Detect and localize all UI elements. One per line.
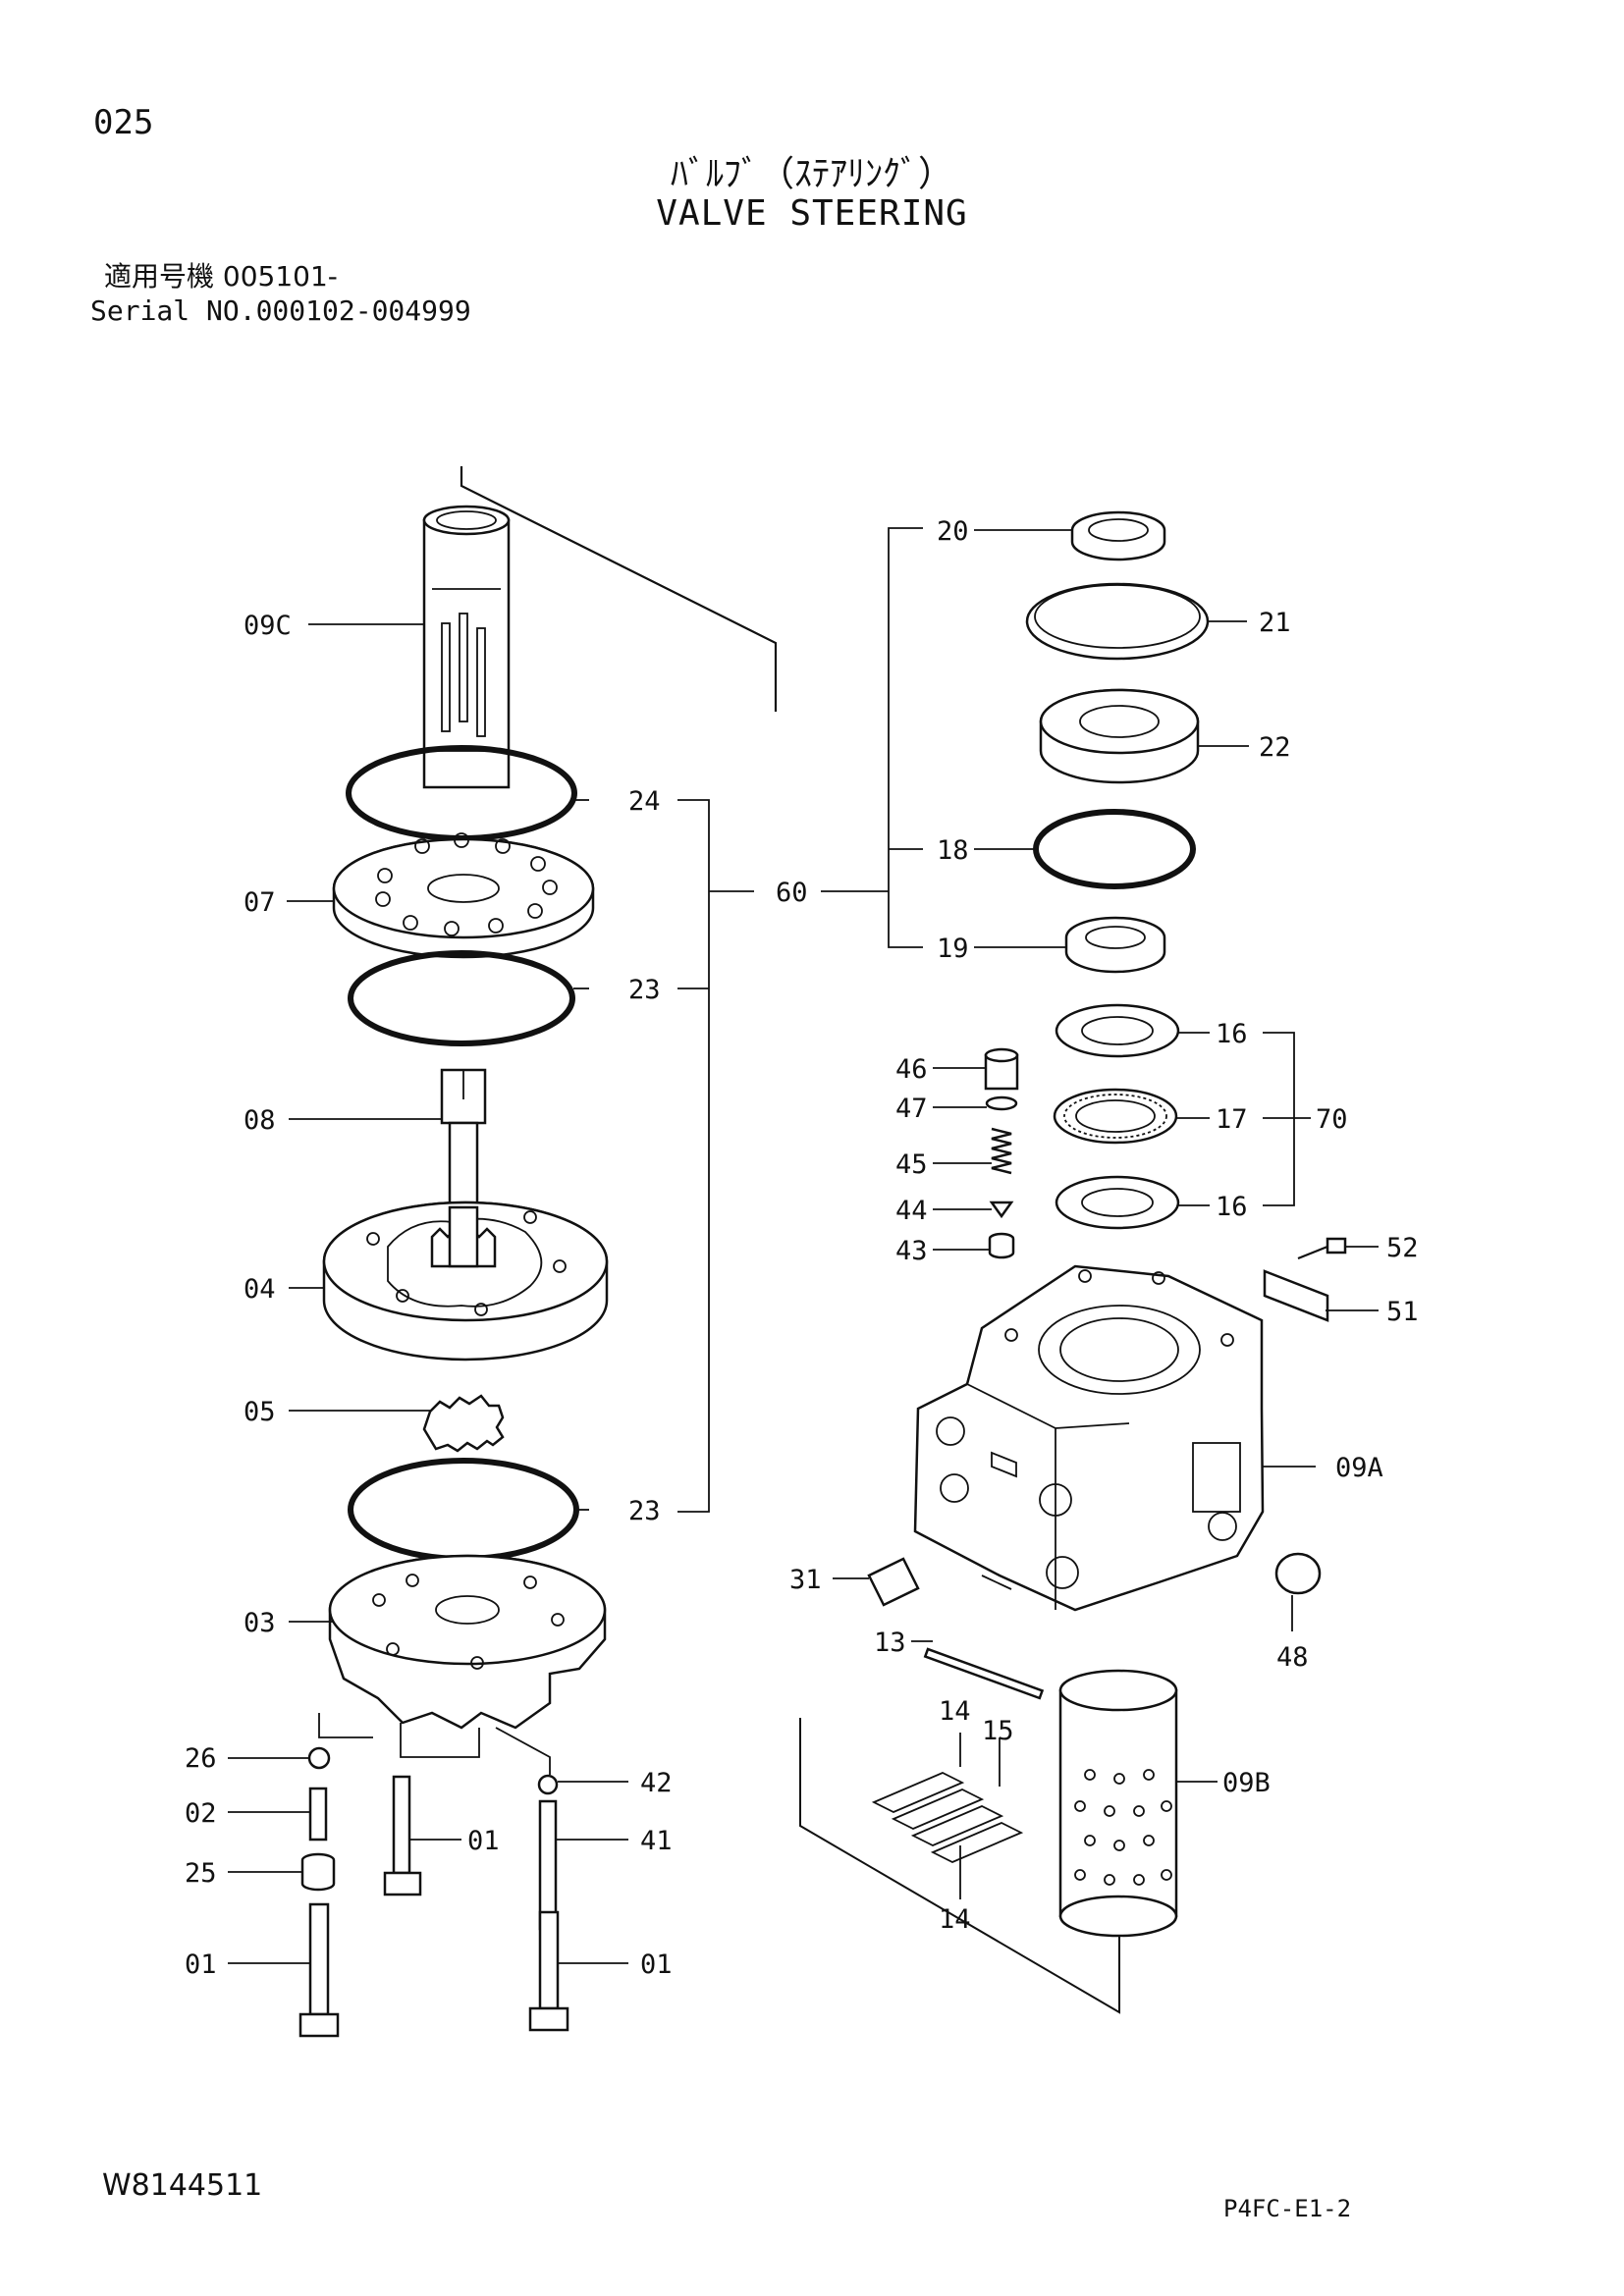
callout-60: 60 bbox=[776, 878, 808, 908]
callout-19: 19 bbox=[937, 934, 969, 964]
page-title: VALVE STEERING bbox=[656, 193, 968, 234]
callout-44: 44 bbox=[895, 1196, 928, 1226]
callout-08: 08 bbox=[244, 1105, 276, 1136]
callout-51: 51 bbox=[1386, 1297, 1419, 1327]
kit-bracket-60-right bbox=[888, 527, 923, 948]
callout-14-upper: 14 bbox=[939, 1696, 971, 1727]
star-gear-05[interactable] bbox=[422, 1394, 505, 1453]
callout-20: 20 bbox=[937, 516, 969, 547]
thrust-bearing-17[interactable] bbox=[1053, 1088, 1178, 1145]
sleeve-25[interactable] bbox=[300, 1852, 336, 1892]
callout-01-left: 01 bbox=[185, 1949, 217, 1980]
plug-46[interactable] bbox=[984, 1047, 1019, 1091]
callout-17: 17 bbox=[1216, 1104, 1248, 1135]
ring-21-inner bbox=[1034, 584, 1201, 649]
callout-09b: 09B bbox=[1222, 1768, 1271, 1798]
callout-26: 26 bbox=[185, 1743, 217, 1774]
washer-16-upper[interactable] bbox=[1055, 1003, 1180, 1058]
callout-41: 41 bbox=[640, 1826, 673, 1856]
callout-18: 18 bbox=[937, 835, 969, 866]
callout-25: 25 bbox=[185, 1858, 217, 1889]
ring-20-inner bbox=[1088, 518, 1149, 542]
callout-46: 46 bbox=[895, 1054, 928, 1085]
kit-bracket-60 bbox=[677, 799, 710, 1513]
callout-42: 42 bbox=[640, 1768, 673, 1798]
callout-04: 04 bbox=[244, 1274, 276, 1305]
callout-01-center: 01 bbox=[467, 1826, 500, 1856]
callout-23-lower: 23 bbox=[628, 1496, 661, 1526]
centering-springs-14-15[interactable] bbox=[871, 1772, 1024, 1863]
callout-15: 15 bbox=[982, 1716, 1014, 1746]
callout-48: 48 bbox=[1276, 1642, 1309, 1673]
ball-26[interactable] bbox=[307, 1746, 331, 1770]
assembly-bracket-line bbox=[460, 466, 778, 712]
callout-43: 43 bbox=[895, 1236, 928, 1266]
bolt-01-center[interactable] bbox=[383, 1775, 422, 1896]
o-ring-18[interactable] bbox=[1033, 809, 1196, 889]
poppet-44[interactable] bbox=[989, 1201, 1014, 1219]
end-cover-03[interactable] bbox=[328, 1554, 607, 1730]
callout-16-upper: 16 bbox=[1216, 1019, 1248, 1049]
pin-13[interactable] bbox=[923, 1647, 1045, 1700]
bushing-22[interactable] bbox=[1039, 688, 1200, 784]
pin-02[interactable] bbox=[308, 1787, 328, 1842]
callout-22: 22 bbox=[1259, 732, 1291, 763]
o-ring-47[interactable] bbox=[985, 1095, 1018, 1111]
callout-23-upper: 23 bbox=[628, 975, 661, 1005]
bolt-01-left[interactable] bbox=[298, 1902, 340, 2038]
plug-48[interactable] bbox=[1274, 1552, 1322, 1595]
callout-05: 05 bbox=[244, 1397, 276, 1427]
washer-16-lower-inner bbox=[1081, 1188, 1154, 1217]
o-ring-23-upper[interactable] bbox=[348, 950, 575, 1046]
ball-42[interactable] bbox=[537, 1774, 559, 1795]
gerotor-set-04[interactable] bbox=[322, 1201, 609, 1362]
callout-16-lower: 16 bbox=[1216, 1192, 1248, 1222]
callout-24: 24 bbox=[628, 786, 661, 817]
callout-09c: 09C bbox=[244, 611, 292, 641]
callout-02: 02 bbox=[185, 1798, 217, 1829]
washer-16-lower[interactable] bbox=[1055, 1175, 1180, 1230]
leader-bracket-03 bbox=[318, 1713, 373, 1738]
spool-09c[interactable] bbox=[422, 505, 511, 789]
serial-number-range: Serial NO.000102-004999 bbox=[90, 294, 471, 327]
callout-70: 70 bbox=[1316, 1104, 1348, 1135]
callout-13: 13 bbox=[874, 1628, 906, 1658]
kit-bracket-70 bbox=[1263, 1032, 1295, 1206]
o-ring-23-lower[interactable] bbox=[348, 1458, 579, 1562]
screw-52[interactable] bbox=[1297, 1237, 1347, 1260]
assembly-dashed-line bbox=[799, 1718, 1120, 2014]
washer-16-upper-inner bbox=[1081, 1016, 1154, 1045]
callout-47: 47 bbox=[895, 1094, 928, 1124]
reference-code: P4FC-E1-2 bbox=[1223, 2195, 1352, 2222]
spring-45[interactable] bbox=[991, 1127, 1012, 1175]
callout-21: 21 bbox=[1259, 608, 1291, 638]
leader-bracket-03b bbox=[400, 1723, 480, 1758]
bolt-01-right[interactable] bbox=[528, 1910, 569, 2032]
page-number: 025 bbox=[93, 103, 154, 142]
callout-14-lower: 14 bbox=[939, 1904, 971, 1935]
callout-01-right: 01 bbox=[640, 1949, 673, 1980]
housing-09a[interactable] bbox=[913, 1264, 1265, 1612]
callout-03: 03 bbox=[244, 1608, 276, 1638]
title-japanese: ﾊﾞﾙﾌﾞ（ｽﾃｱﾘﾝｸﾞ） bbox=[670, 154, 953, 194]
callout-45: 45 bbox=[895, 1149, 928, 1180]
callout-52: 52 bbox=[1386, 1233, 1419, 1263]
callout-31: 31 bbox=[789, 1565, 822, 1595]
callout-09a: 09A bbox=[1335, 1453, 1383, 1483]
name-plate-51[interactable] bbox=[1263, 1269, 1329, 1322]
leader-bracket-03c bbox=[495, 1727, 551, 1775]
plate-07[interactable] bbox=[332, 832, 595, 959]
callout-07: 07 bbox=[244, 887, 276, 918]
plug-31[interactable] bbox=[867, 1557, 920, 1607]
seat-43[interactable] bbox=[988, 1232, 1015, 1259]
applicable-model-range: 適用号機 005101- bbox=[104, 260, 338, 293]
pin-41[interactable] bbox=[538, 1799, 558, 1931]
document-id: W8144511 bbox=[102, 2168, 263, 2203]
sleeve-09b[interactable] bbox=[1058, 1669, 1178, 1938]
ring-19-inner bbox=[1085, 926, 1146, 949]
